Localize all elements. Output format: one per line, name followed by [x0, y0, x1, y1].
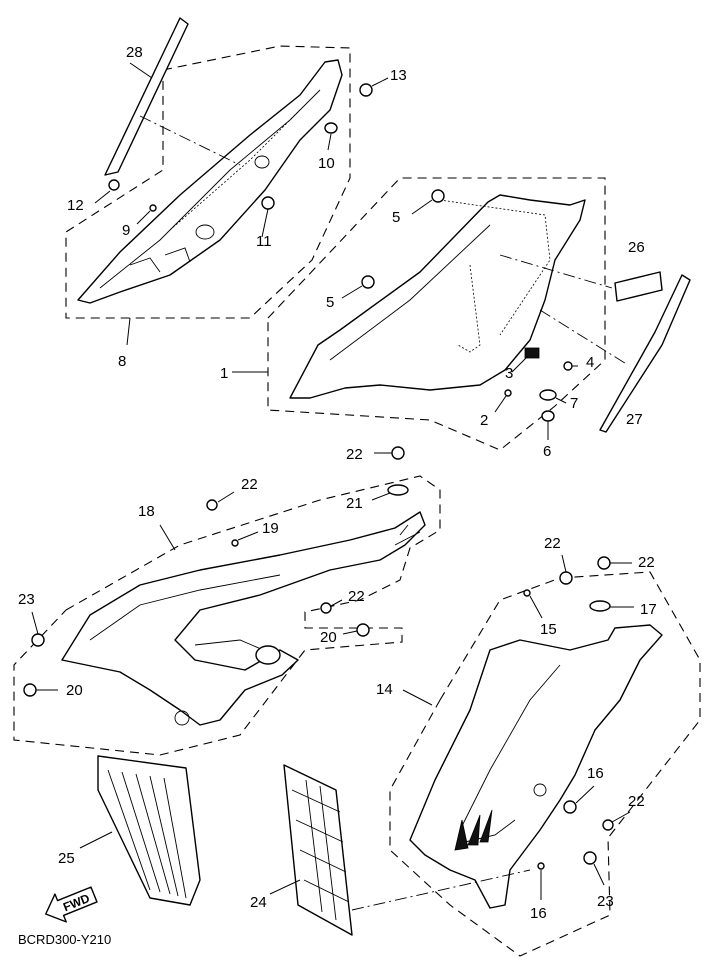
callout-7: 7 [570, 395, 578, 412]
part-22-bolt-c [320, 602, 332, 614]
callout-14: 14 [376, 681, 393, 698]
callout-10: 10 [318, 155, 335, 172]
part-19-washer [231, 539, 239, 547]
part-5-bolt-upper [431, 189, 445, 203]
part-13-bolt [359, 83, 373, 97]
part-3-clip [524, 347, 540, 359]
callout-16: 16 [587, 765, 604, 782]
part-24-radiator-grille [283, 764, 353, 936]
callout-21: 21 [346, 495, 363, 512]
assembly-group-18 [13, 475, 441, 756]
callout-3: 3 [505, 365, 513, 382]
callout-11: 11 [256, 233, 272, 250]
callout-22: 22 [628, 793, 645, 810]
part-20-grommet-right [356, 623, 370, 637]
part-22-bolt-e [597, 556, 611, 570]
callout-13: 13 [390, 67, 407, 84]
callout-23: 23 [597, 893, 614, 910]
assembly-group-1 [267, 177, 606, 451]
part-15-washer [523, 589, 531, 597]
callout-15: 15 [540, 621, 557, 638]
part-9-washer [149, 204, 157, 212]
part-25-radiator-louver [97, 755, 201, 906]
part-10-grommet [324, 122, 338, 134]
part-23-bolt [31, 633, 45, 647]
callout-4: 4 [586, 354, 594, 371]
callout-20: 20 [320, 629, 337, 646]
callout-25: 25 [58, 850, 75, 867]
callout-1: 1 [220, 365, 228, 382]
fwd-arrow-icon: FWD [45, 886, 98, 923]
part-7-bolt [539, 389, 557, 401]
callout-16: 16 [530, 905, 547, 922]
callout-19: 19 [262, 520, 279, 537]
callout-5: 5 [392, 209, 400, 226]
part-2-washer [504, 389, 512, 397]
part-22-bolt-d [559, 571, 573, 585]
part-4-nut [563, 361, 573, 371]
part-16-grommet-upper [563, 800, 577, 814]
callout-27: 27 [626, 411, 643, 428]
part-12-bolt [108, 179, 120, 191]
diagram-code: BCRD300-Y210 [18, 932, 111, 947]
callout-17: 17 [640, 601, 657, 618]
callout-24: 24 [250, 894, 267, 911]
callout-2: 2 [480, 412, 488, 429]
part-20-grommet-left [23, 683, 37, 697]
part-22-bolt-f [602, 819, 614, 831]
callout-22: 22 [241, 476, 258, 493]
callout-12: 12 [67, 197, 84, 214]
callout-18: 18 [138, 503, 155, 520]
callout-26: 26 [628, 239, 645, 256]
part-27-decal [599, 274, 691, 433]
callout-6: 6 [543, 443, 551, 460]
part-5-bolt-lower [361, 275, 375, 289]
part-22-bolt-a [391, 446, 405, 460]
callout-9: 9 [122, 222, 130, 239]
callout-23: 23 [18, 591, 35, 608]
part-11-grommet [261, 196, 275, 210]
callout-22: 22 [346, 446, 363, 463]
part-22-bolt-b [206, 499, 218, 511]
callout-22: 22 [348, 588, 365, 605]
callout-8: 8 [118, 353, 126, 370]
assembly-group-8 [65, 45, 351, 319]
part-23-bolt-b [583, 851, 597, 865]
part-6-screw [541, 410, 555, 422]
part-16-grommet-lower [537, 862, 545, 870]
part-26-decal [614, 271, 663, 302]
callout-5: 5 [326, 294, 334, 311]
callout-28: 28 [126, 44, 143, 61]
part-21-grommet [387, 484, 409, 496]
callout-20: 20 [66, 682, 83, 699]
callout-22: 22 [544, 535, 561, 552]
part-17-grommet [589, 600, 611, 612]
part-28-decal [104, 17, 189, 176]
callout-22: 22 [638, 554, 655, 571]
